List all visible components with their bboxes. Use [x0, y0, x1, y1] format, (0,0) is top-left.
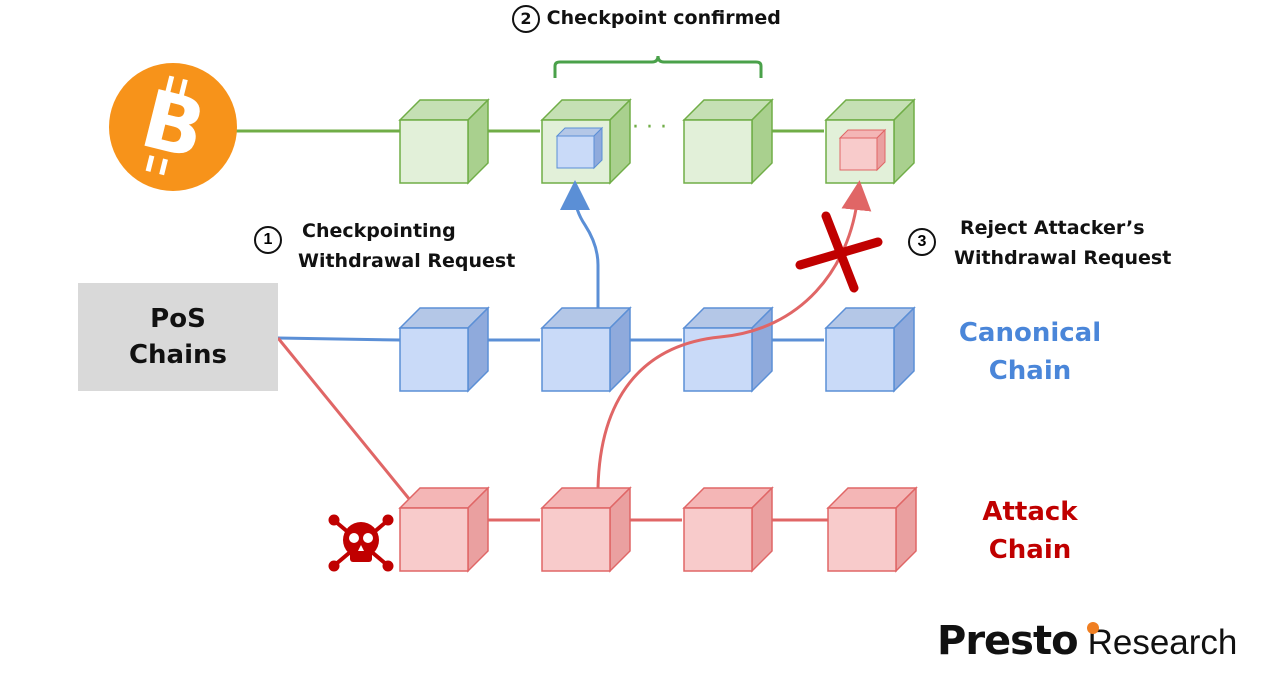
- bitcoin-chain: · · ·: [235, 115, 824, 140]
- canonical-line2: Chain: [988, 356, 1072, 386]
- attack-line1: Attack: [982, 497, 1078, 527]
- canonical-chain-lines: [277, 336, 824, 342]
- pos-chains-box: PoS Chains: [78, 283, 278, 391]
- step2-number: 2: [512, 5, 540, 33]
- step1-line2: Withdrawal Request: [298, 250, 516, 272]
- red-x-icon: [795, 211, 883, 293]
- bitcoin-block-checkpoint: [540, 98, 632, 185]
- orange-dot-icon: [1087, 622, 1099, 634]
- step1-number: 1: [254, 226, 282, 254]
- step3-number: 3: [908, 228, 936, 256]
- pos-line2: Chains: [128, 340, 228, 370]
- canonical-block-3: [682, 306, 774, 393]
- bitcoin-block-1: [398, 98, 490, 185]
- attack-chain-lines: [276, 337, 828, 522]
- attack-line2: Chain: [988, 535, 1072, 565]
- step1-label: Checkpointing Withdrawal Request: [298, 216, 515, 276]
- step2-label: 2 Checkpoint confirmed: [512, 4, 781, 33]
- logo-sub: Research: [1087, 623, 1238, 662]
- chain-ellipsis: · · ·: [632, 115, 667, 140]
- bitcoin-block-3: [682, 98, 774, 185]
- step2-text: Checkpoint confirmed: [546, 7, 781, 29]
- step3-line2: Withdrawal Request: [954, 247, 1172, 269]
- attack-block-2: [540, 486, 632, 573]
- skull-virus-icon: [328, 514, 394, 572]
- canonical-block-1: [398, 306, 490, 393]
- step3-number-wrap: 3: [908, 228, 936, 256]
- attack-block-1: [398, 486, 490, 573]
- checkpoint-bracket: [553, 55, 763, 78]
- pos-line1: PoS: [150, 304, 206, 334]
- attack-block-3: [682, 486, 774, 573]
- attack-chain-label: Attack Chain: [950, 493, 1110, 569]
- canonical-chain-label: Canonical Chain: [950, 314, 1110, 390]
- bitcoin-icon: B: [109, 63, 237, 191]
- attack-block-4: [826, 486, 918, 573]
- step1-number-wrap: 1: [254, 226, 282, 254]
- canonical-block-2: [540, 306, 632, 393]
- step3-label: Reject Attacker’s Withdrawal Request: [954, 213, 1171, 273]
- step3-line1: Reject Attacker’s: [960, 217, 1145, 239]
- logo-brand: Presto: [937, 618, 1079, 664]
- step1-line1: Checkpointing: [302, 220, 456, 242]
- bitcoin-block-4: [824, 98, 916, 185]
- canonical-block-4: [824, 306, 916, 393]
- checkpoint-arrow-canonical: [560, 180, 600, 308]
- canonical-line1: Canonical: [958, 318, 1102, 348]
